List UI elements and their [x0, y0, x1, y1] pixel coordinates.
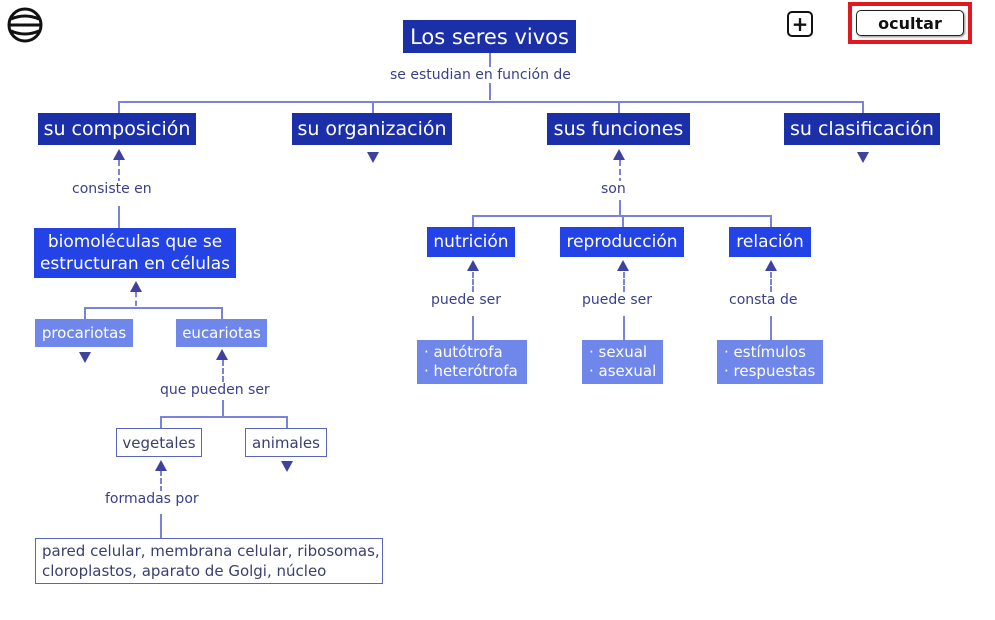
list-item: · estímulos: [724, 343, 806, 361]
eukaryote-link-label: que pueden ser: [156, 382, 274, 398]
connector: [619, 160, 621, 184]
connector: [118, 101, 863, 103]
vegetal-components-node: pared celular, membrana celular, ribosom…: [35, 538, 383, 584]
biomolecules-node: biomoléculas que se estructuran en célul…: [34, 228, 236, 278]
expand-button[interactable]: +: [787, 11, 813, 37]
branch-composition: su composición: [38, 113, 196, 145]
collapse-functions-icon[interactable]: [613, 149, 625, 160]
connector: [222, 400, 224, 417]
expand-organization-icon[interactable]: [367, 152, 379, 163]
connector: [84, 307, 86, 319]
expand-classification-icon[interactable]: [857, 152, 869, 163]
connector: [84, 307, 223, 309]
list-item: · sexual: [589, 343, 648, 361]
expand-prokaryotes-icon[interactable]: [79, 352, 91, 363]
list-item: · asexual: [589, 362, 657, 380]
prokaryotes-node: procariotas: [35, 319, 133, 347]
connector: [472, 215, 474, 227]
nutrition-types-list: · autótrofa · heterótrofa: [417, 340, 527, 384]
vegetal-link-label: formadas por: [101, 491, 203, 507]
connector: [623, 316, 625, 340]
collapse-eukaryotes-icon[interactable]: [216, 349, 228, 360]
root-node: Los seres vivos: [403, 20, 576, 53]
nutrition-link-label: puede ser: [427, 292, 505, 308]
branch-organization: su organización: [292, 113, 452, 145]
root-link-label: se estudian en función de: [386, 67, 575, 83]
vegetal-node: vegetales: [116, 428, 202, 457]
animal-node: animales: [245, 428, 327, 457]
connector: [472, 316, 474, 340]
expand-animal-icon[interactable]: [281, 461, 293, 472]
hide-button[interactable]: ocultar: [856, 10, 964, 36]
connector: [862, 101, 864, 116]
connector: [160, 470, 162, 492]
list-item: · heterótrofa: [424, 362, 518, 380]
collapse-vegetal-icon[interactable]: [155, 460, 167, 471]
branch-classification: su clasificación: [784, 113, 940, 145]
collapse-reproduction-icon[interactable]: [617, 260, 629, 271]
connector: [372, 101, 374, 116]
connector: [619, 200, 621, 216]
connector: [160, 416, 288, 418]
connector: [286, 416, 288, 428]
functions-link-label: son: [597, 181, 630, 197]
hide-button-highlight: [848, 2, 972, 44]
reproduction-node: reproducción: [560, 227, 684, 257]
connector: [118, 160, 120, 184]
plus-icon: +: [791, 12, 809, 36]
list-item: · respuestas: [724, 362, 816, 380]
composition-link-label: consiste en: [68, 181, 156, 197]
relation-parts-list: · estímulos · respuestas: [717, 340, 823, 384]
eukaryotes-node: eucariotas: [176, 319, 267, 347]
list-item: · autótrofa: [424, 343, 503, 361]
connector: [221, 307, 223, 319]
relation-link-label: consta de: [725, 292, 802, 308]
connector: [618, 101, 620, 116]
connector: [622, 215, 624, 227]
reproduction-types-list: · sexual · asexual: [582, 340, 663, 384]
connector: [770, 215, 772, 227]
connector: [770, 272, 772, 292]
relation-node: relación: [729, 227, 811, 257]
collapse-relation-icon[interactable]: [765, 260, 777, 271]
connector: [160, 514, 162, 538]
collapse-nutrition-icon[interactable]: [467, 260, 479, 271]
connector: [135, 292, 137, 306]
collapse-biomolecules-icon[interactable]: [130, 281, 142, 292]
connector: [472, 272, 474, 292]
collapse-composition-icon[interactable]: [113, 149, 125, 160]
reproduction-link-label: puede ser: [578, 292, 656, 308]
connector: [770, 316, 772, 340]
nutrition-node: nutrición: [427, 227, 515, 257]
globe-logo-icon: [7, 7, 43, 43]
branch-functions: sus funciones: [547, 113, 690, 145]
connector: [118, 206, 120, 228]
connector: [623, 272, 625, 292]
connector: [118, 101, 120, 116]
connector: [160, 416, 162, 428]
connector: [222, 360, 224, 382]
